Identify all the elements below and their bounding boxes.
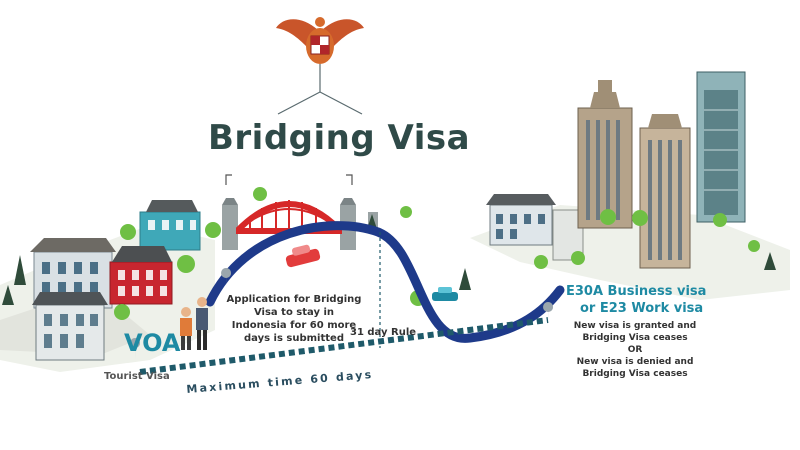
tourist-visa-label: Tourist Visa — [104, 371, 170, 382]
target-visa-line1: E30A Business visa — [566, 284, 707, 299]
bridge — [222, 174, 378, 250]
application-note: Application for Bridging Visa to stay in… — [226, 294, 362, 344]
location-pin-icon — [130, 268, 554, 360]
blue-car-icon — [432, 287, 458, 301]
max-time-dotted-line — [139, 317, 549, 375]
outcome-granted: New visa is granted and Bridging Visa ce… — [573, 321, 697, 343]
rule-label: 31 day Rule — [350, 327, 417, 338]
target-visa-label: E30A Business visa or E23 Work visa — [566, 283, 726, 317]
outcomes-note: New visa is granted and Bridging Visa ce… — [560, 320, 710, 380]
target-visa-line2: or E23 Work visa — [580, 301, 704, 316]
car-icon — [285, 244, 321, 268]
page-title: Bridging Visa — [208, 118, 471, 158]
right-buildings — [366, 71, 776, 306]
outcome-or: OR — [627, 345, 643, 355]
voa-label: VOA — [124, 329, 181, 357]
travelers-figures — [180, 297, 208, 350]
garuda-emblem — [276, 17, 364, 115]
left-buildings — [2, 187, 267, 361]
outcome-denied: New visa is denied and Bridging Visa cea… — [576, 357, 694, 379]
